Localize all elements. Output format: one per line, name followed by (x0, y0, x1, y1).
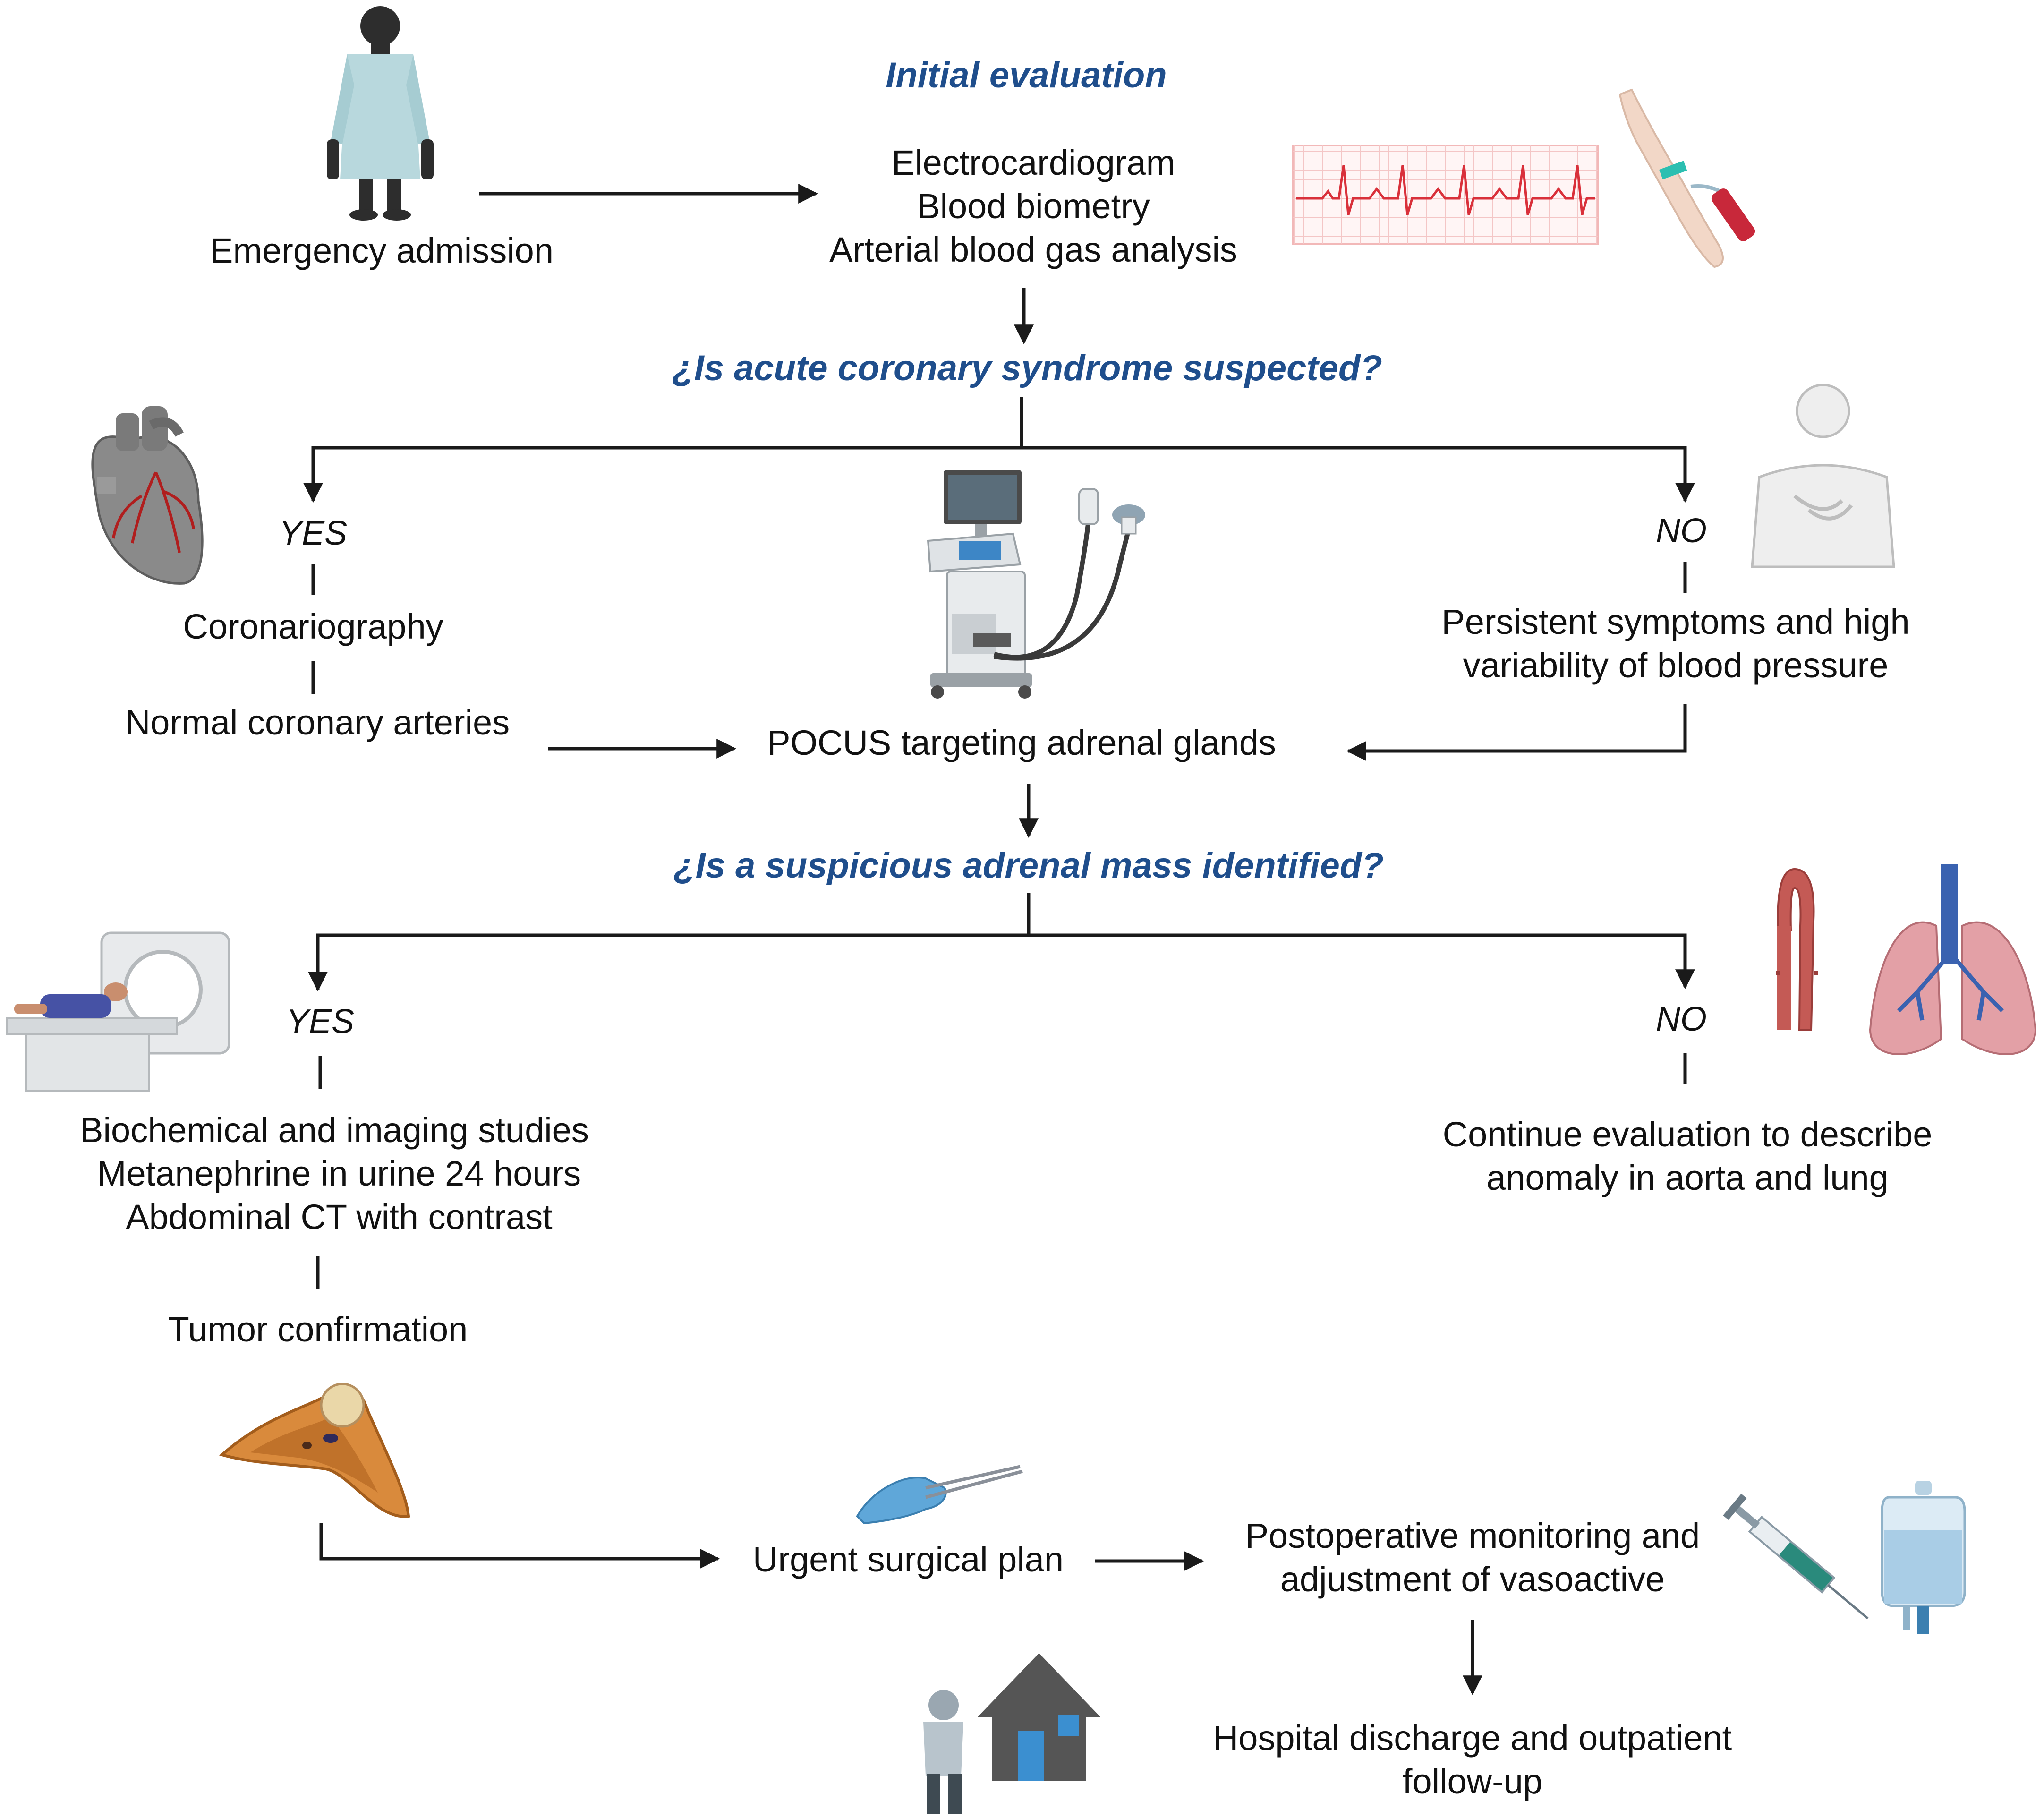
postop-line2: adjustment of vasoactive (1280, 1560, 1665, 1599)
arrow-tumor-to-surgery (319, 1523, 720, 1569)
postop-line1: Postoperative monitoring and (1245, 1516, 1700, 1555)
connectors (303, 184, 1695, 1696)
q2-yes-label: YES (286, 1003, 354, 1041)
pocus-label: POCUS targeting adrenal glands (767, 723, 1276, 762)
tumor-confirmation-label: Tumor confirmation (168, 1310, 468, 1349)
patient-gown-icon (327, 6, 434, 221)
question-adrenal-mass: ¿Is a suspicious adrenal mass identified… (673, 845, 1384, 886)
branch-q2 (308, 893, 1031, 992)
continue-evaluation-line2: anomaly in aorta and lung (1486, 1158, 1889, 1197)
test-ecg: Electrocardiogram (892, 143, 1175, 182)
q2-no-label: NO (1656, 1000, 1707, 1038)
blood-draw-arm-icon (1618, 88, 1755, 268)
emergency-admission-label: Emergency admission (210, 231, 554, 270)
chest-pain-person-icon (1751, 384, 1895, 568)
discharge-line2: follow-up (1403, 1762, 1542, 1801)
surgical-glove-icon (856, 1465, 1023, 1525)
lungs-icon (1869, 864, 2037, 1056)
studies-line3: Abdominal CT with contrast (126, 1197, 553, 1237)
studies-line1: Biochemical and imaging studies (80, 1110, 589, 1150)
question-acute-coronary: ¿Is acute coronary syndrome suspected? (672, 348, 1382, 388)
ultrasound-machine-icon (927, 470, 1145, 699)
branch-q1 (303, 397, 1023, 503)
ecg-strip-icon (1292, 145, 1599, 245)
ct-scanner-icon (6, 931, 230, 1092)
iv-bag-icon (1881, 1481, 1966, 1634)
syringe-icon (1723, 1494, 1869, 1620)
house-icon (978, 1653, 1100, 1781)
test-blood-gas: Arterial blood gas analysis (829, 230, 1237, 269)
persistent-symptoms-line2: variability of blood pressure (1463, 646, 1889, 685)
heart-icon (91, 406, 204, 585)
urgent-surgical-label: Urgent surgical plan (753, 1540, 1064, 1579)
person-icon (923, 1690, 963, 1814)
studies-line2: Metanephrine in urine 24 hours (97, 1154, 581, 1193)
adrenal-tumor-icon (219, 1383, 410, 1518)
normal-coronary-label: Normal coronary arteries (125, 703, 510, 742)
continue-evaluation-line1: Continue evaluation to describe (1443, 1115, 1933, 1154)
aorta-icon (1776, 868, 1818, 1031)
initial-evaluation-heading: Initial evaluation (886, 55, 1167, 95)
test-blood-biometry: Blood biometry (917, 187, 1150, 226)
q1-no-label: NO (1656, 512, 1707, 550)
q1-yes-label: YES (279, 514, 347, 552)
discharge-line1: Hospital discharge and outpatient (1213, 1718, 1732, 1758)
arrow-symptoms-to-pocus (1346, 704, 1687, 761)
persistent-symptoms-line1: Persistent symptoms and high (1441, 602, 1909, 641)
coronariography-label: Coronariography (183, 607, 443, 646)
